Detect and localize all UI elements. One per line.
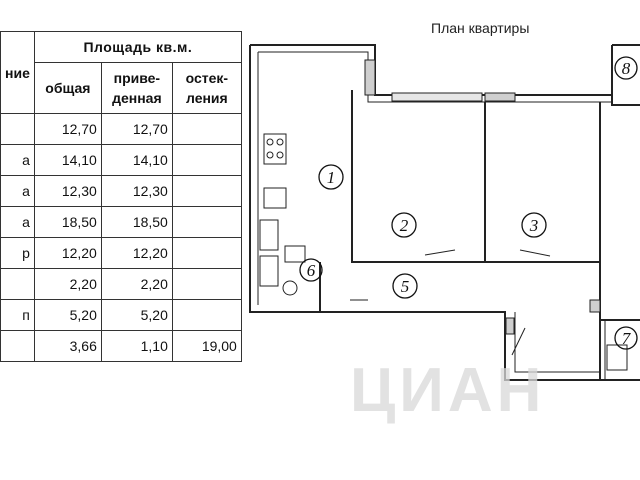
cell-reduced: 5,20: [100, 299, 173, 331]
room-3-label: 3: [529, 216, 539, 235]
room-7-label: 7: [622, 329, 632, 348]
room-1-label: 1: [327, 168, 336, 187]
cell-reduced: 12,20: [100, 237, 173, 269]
cell-reduced: 14,10: [100, 144, 173, 176]
plan-title: План квартиры: [431, 20, 530, 36]
cell-name: а: [0, 175, 35, 207]
cell-total: 5,20: [33, 299, 102, 331]
room-6-label: 6: [307, 261, 316, 280]
cell-reduced: 2,20: [100, 268, 173, 300]
glazing-header: остек-ления: [171, 62, 242, 114]
room-2-label: 2: [400, 216, 409, 235]
cell-glazing: [171, 175, 242, 207]
room-5-label: 5: [401, 277, 410, 296]
cell-total: 12,70: [33, 113, 102, 145]
cell-reduced: 18,50: [100, 206, 173, 238]
cell-name: [0, 113, 35, 145]
reduced-header: приве-денная: [100, 62, 173, 114]
cell-name: п: [0, 299, 35, 331]
area-table: ние Площадь кв.м. общая приве-денная ост…: [0, 31, 242, 362]
name-header: ние: [0, 31, 35, 114]
cell-total: 12,30: [33, 175, 102, 207]
cell-name: а: [0, 206, 35, 238]
cell-name: а: [0, 144, 35, 176]
cell-reduced: 12,70: [100, 113, 173, 145]
area-header: Площадь кв.м.: [33, 31, 242, 63]
cell-total: 2,20: [33, 268, 102, 300]
cell-glazing: 19,00: [171, 330, 242, 362]
cell-name: р: [0, 237, 35, 269]
cell-total: 3,66: [33, 330, 102, 362]
cell-glazing: [171, 144, 242, 176]
cell-total: 18,50: [33, 206, 102, 238]
room-8-label: 8: [622, 59, 631, 78]
cell-glazing: [171, 268, 242, 300]
watermark-logo: ЦИАН: [350, 356, 546, 425]
